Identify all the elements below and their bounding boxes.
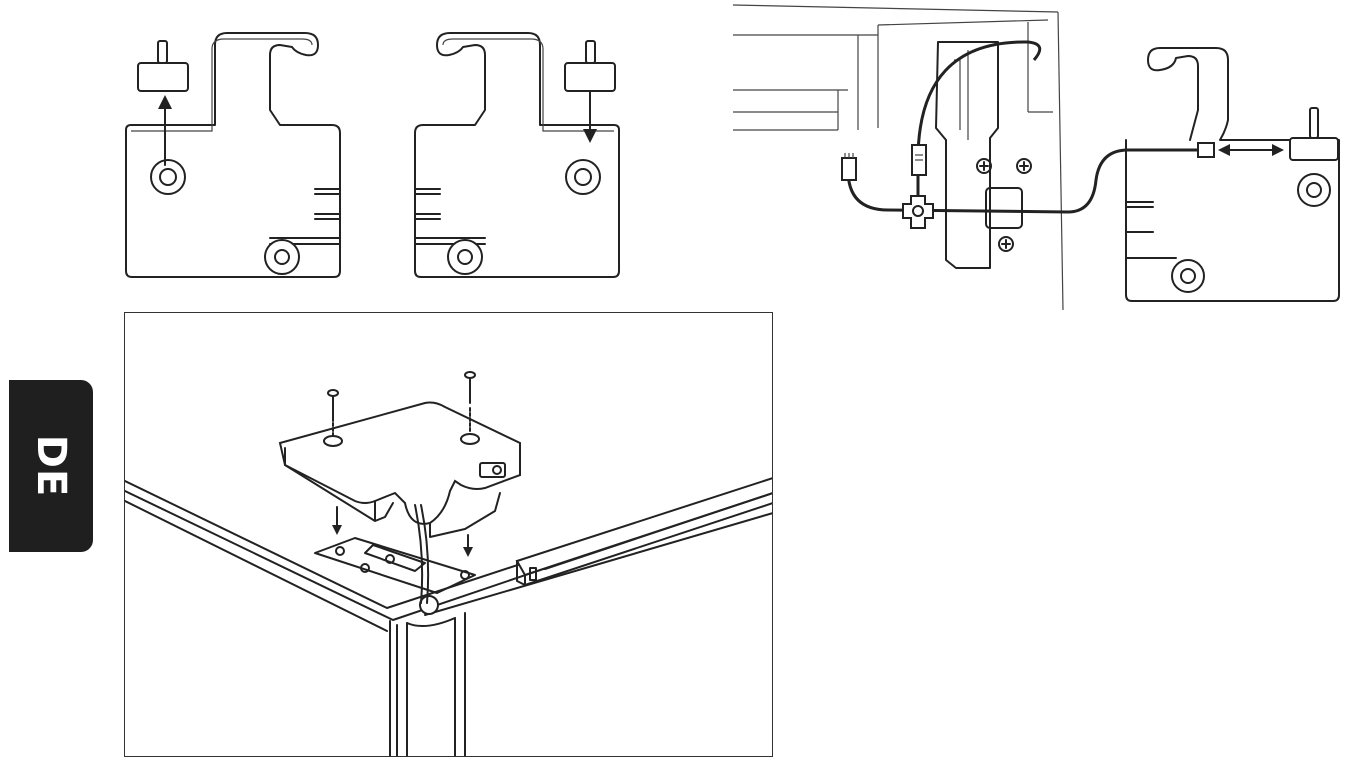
handle-rail: [515, 477, 772, 586]
double-arrow-icon: [1218, 144, 1284, 156]
alignment-marks: [1125, 201, 1177, 259]
cabinet-top: [125, 480, 772, 632]
screw-icon: [327, 371, 476, 438]
cap-component: [1289, 107, 1339, 161]
language-label: DE: [28, 434, 74, 498]
hinge-base: [314, 537, 476, 615]
cable: [846, 40, 1198, 214]
arrow-up-icon: [158, 95, 172, 166]
alignment-marks: [314, 188, 341, 220]
screw-icon: [976, 158, 1032, 252]
cable: [414, 504, 430, 604]
bracket-outline: [414, 32, 620, 278]
alignment-marks: [414, 188, 441, 220]
language-tab: DE: [9, 380, 93, 552]
hinge-plate: [935, 41, 1023, 269]
assembly-figure-frame: [124, 312, 773, 757]
arrow-down-icon: [583, 90, 597, 143]
bracket-figure-remove: [125, 32, 341, 278]
cap-component: [564, 40, 616, 92]
connector: [911, 144, 927, 176]
bracket-outline: [125, 32, 341, 278]
pivot-roller: [1171, 259, 1205, 293]
arrow-down-icon: [332, 506, 473, 557]
assembly-figure: [125, 371, 772, 756]
pivot-roller: [414, 237, 486, 275]
bracket-outline: [1125, 47, 1340, 302]
bracket-figure-install: [414, 32, 620, 278]
cap-component: [137, 40, 189, 92]
cable-clip: [902, 195, 934, 229]
mounting-hole: [150, 159, 186, 195]
door-edge: [389, 612, 466, 756]
cabinet-frame: [732, 4, 1064, 311]
mounting-hole: [565, 159, 601, 195]
mounting-hole: [1297, 173, 1331, 207]
plug-connector: [841, 142, 1215, 181]
pivot-roller: [264, 237, 341, 275]
top-cover: [278, 401, 521, 538]
wiring-detail-figure: [732, 4, 1340, 311]
